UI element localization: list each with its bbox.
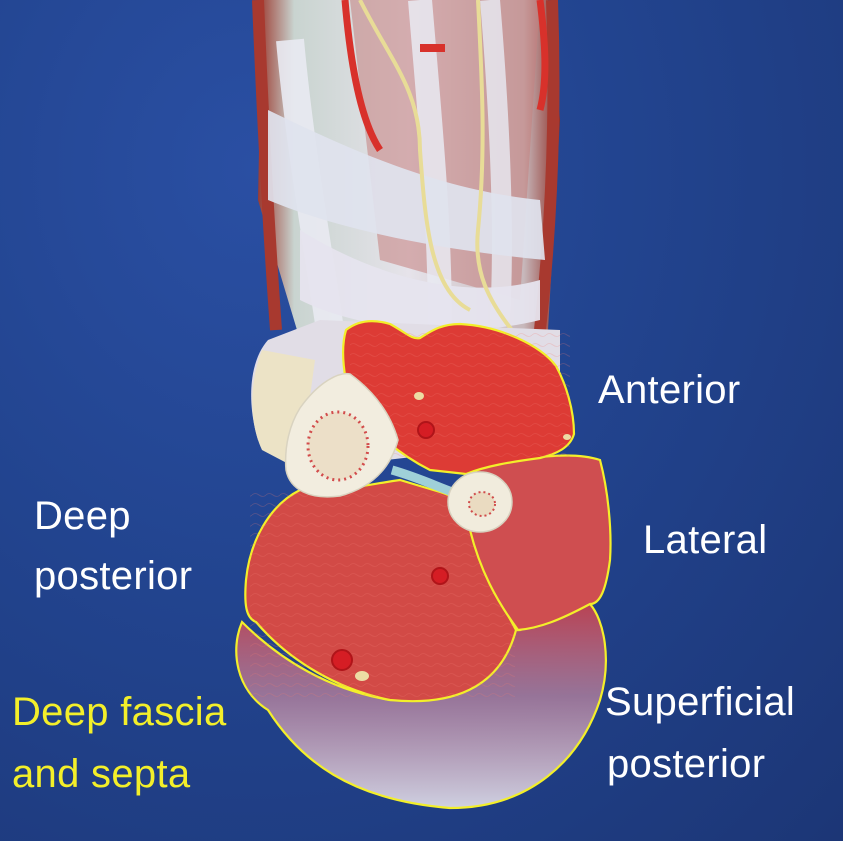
label-lateral: Lateral (643, 518, 768, 562)
deep-fibular-nerve (414, 392, 424, 400)
fibula (447, 471, 513, 533)
label-deep-fascia-line1: Deep fascia (12, 690, 227, 734)
leg-shaft (252, 0, 560, 342)
tibial-nerve (355, 671, 369, 681)
label-superficial-posterior-line2: posterior (607, 742, 766, 786)
tibia (284, 372, 399, 498)
label-anterior: Anterior (598, 368, 741, 412)
label-deep-fascia-line2: and septa (12, 752, 191, 796)
posterior-tibial-artery (331, 649, 353, 671)
superficial-fibular-nerve (563, 434, 571, 440)
fibular-artery (431, 567, 449, 585)
label-superficial-posterior-line1: Superficial (605, 680, 796, 724)
label-deep-posterior-line1: Deep (34, 494, 131, 538)
label-deep-posterior-line2: posterior (34, 554, 193, 598)
anterior-tibial-artery (417, 421, 435, 439)
